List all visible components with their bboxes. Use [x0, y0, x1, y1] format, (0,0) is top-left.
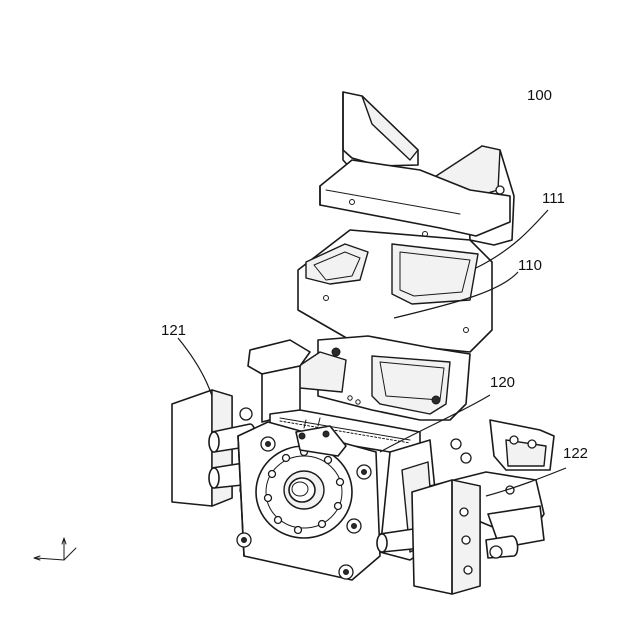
ref-num-assembly: 100: [527, 87, 552, 104]
upper-frame: [290, 92, 514, 420]
ref-num-right-clamp: 122: [563, 445, 588, 462]
ref-num-mount-block: 120: [490, 374, 515, 391]
ref-num-left-clamp: 121: [161, 322, 186, 339]
leader-121: [178, 338, 212, 396]
ref-num-frame-opening: 111: [542, 190, 565, 207]
axis-triad: [34, 538, 76, 560]
ref-num-frame: 110: [518, 257, 542, 274]
